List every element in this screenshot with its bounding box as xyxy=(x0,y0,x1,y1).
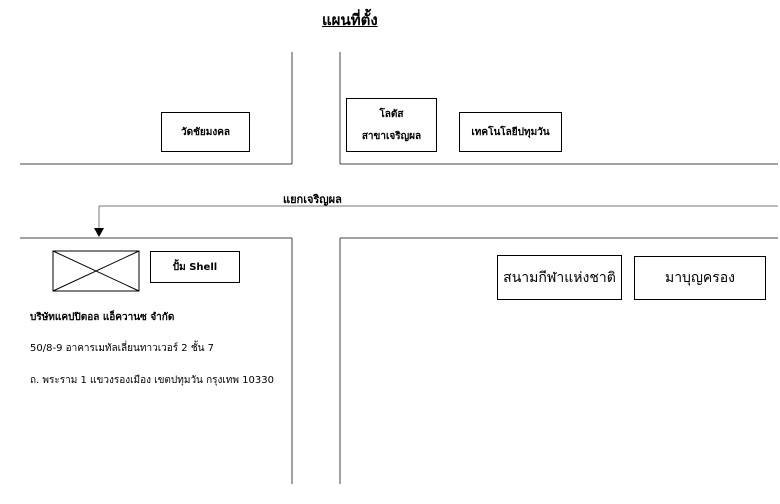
landmark-wat-label: วัดชัยมงคล xyxy=(180,126,231,138)
landmark-tech-label: เทคโนโลยีปทุมวัน xyxy=(471,126,550,138)
company-name: บริษัทแคปปิตอล แอ็ควานซ จำกัด xyxy=(30,312,175,323)
landmark-tech: เทคโนโลยีปทุมวัน xyxy=(459,112,562,152)
page-title: แผนที่ตั้ง xyxy=(322,11,378,29)
landmark-wat: วัดชัยมงคล xyxy=(161,112,250,152)
landmark-shell: ปั้ม Shell xyxy=(150,251,240,283)
junction-label: แยกเจริญผล xyxy=(283,193,342,206)
landmark-lotus-line1: โลตัส xyxy=(379,108,404,120)
landmark-stadium-label: สนามกีฬาแห่งชาติ xyxy=(503,269,616,286)
landmark-mbk: มาบุญครอง xyxy=(634,256,766,300)
route-arrow-head xyxy=(94,228,104,237)
company-building-marker xyxy=(52,250,140,292)
landmark-stadium: สนามกีฬาแห่งชาติ xyxy=(497,255,622,300)
company-address-line2: ถ. พระราม 1 แขวงรองเมือง เขตปทุมวัน กรุง… xyxy=(30,375,274,386)
landmark-lotus-line2: สาขาเจริญผล xyxy=(361,130,422,142)
landmark-shell-label: ปั้ม Shell xyxy=(172,261,218,273)
landmark-lotus: โลตัส สาขาเจริญผล xyxy=(346,98,437,152)
landmark-mbk-label: มาบุญครอง xyxy=(664,270,736,286)
company-address-line1: 50/8-9 อาคารเมทัลเลี่ยนทาวเวอร์ 2 ชั้น 7 xyxy=(30,343,214,354)
